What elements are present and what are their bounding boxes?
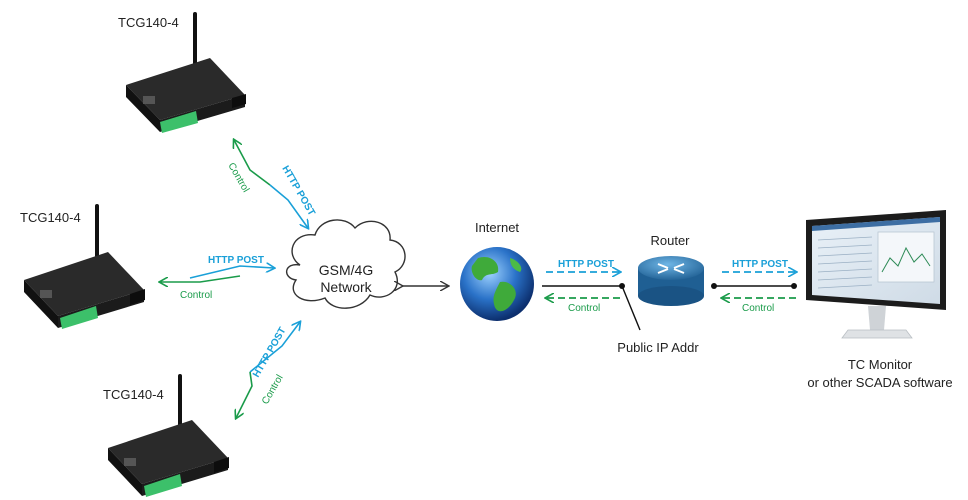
device-bottom-label: TCG140-4: [103, 387, 164, 402]
bottom-http-label: HTTP POST: [251, 326, 288, 380]
rm-http-label: HTTP POST: [732, 259, 788, 270]
monitor-icon: [806, 210, 946, 339]
link-middle-control: [160, 275, 241, 282]
ir-http-label: HTTP POST: [558, 259, 614, 270]
ir-control-label: Control: [568, 303, 600, 314]
globe-icon: [460, 247, 534, 321]
top-http-label: HTTP POST: [279, 164, 316, 218]
link-top-http: [269, 184, 308, 228]
device-middle: [24, 204, 145, 329]
monitor-line2: or other SCADA software: [807, 375, 952, 390]
device-top: [126, 12, 246, 133]
link-bottom-http: [249, 322, 300, 373]
link-bottom-control: [236, 371, 253, 418]
router-label: Router: [650, 233, 690, 248]
link-middle-http: [189, 266, 274, 279]
monitor-dot: [791, 283, 797, 289]
middle-http-label: HTTP POST: [208, 255, 264, 266]
bottom-control-label: Control: [260, 373, 286, 406]
network-line1: GSM/4G: [319, 262, 373, 278]
public-ip-pointer: [621, 285, 641, 331]
device-middle-label: TCG140-4: [20, 210, 81, 225]
public-ip-label: Public IP Addr: [617, 340, 699, 355]
network-line2: Network: [320, 279, 372, 295]
router-icon: [638, 256, 704, 306]
internet-label: Internet: [475, 220, 519, 235]
cloud: [286, 219, 406, 309]
middle-control-label: Control: [180, 290, 212, 301]
monitor-line1: TC Monitor: [848, 357, 913, 372]
device-bottom: [108, 374, 229, 497]
rm-control-label: Control: [742, 303, 774, 314]
router-dot: [711, 283, 717, 289]
link-top-control: [234, 140, 271, 186]
device-top-label: TCG140-4: [118, 15, 179, 30]
